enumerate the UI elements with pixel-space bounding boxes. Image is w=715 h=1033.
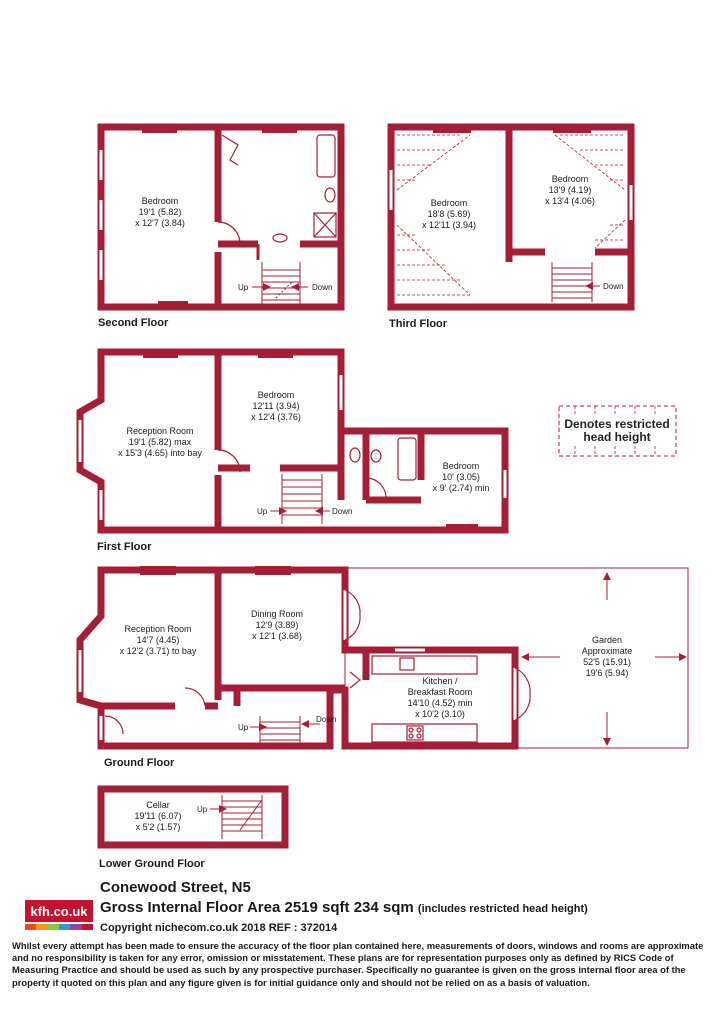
wardrobe-icon bbox=[221, 134, 239, 166]
room-dim: x 12'2 (3.71) to bay bbox=[120, 646, 197, 656]
room-dim: 10' (3.05) bbox=[442, 472, 480, 482]
stairs-down-label: Down bbox=[316, 715, 336, 724]
disclaimer: Whilst every attempt has been made to en… bbox=[12, 940, 704, 988]
room-dim: x 10'2 (3.10) bbox=[415, 709, 465, 719]
second-floor-fixtures bbox=[217, 134, 337, 245]
shower-icon bbox=[313, 212, 337, 238]
cellar-walls bbox=[97, 785, 289, 849]
property-header: Conewood Street, N5 Gross Internal Floor… bbox=[100, 878, 588, 937]
french-door-icon bbox=[514, 667, 531, 695]
restricted-head-height bbox=[396, 134, 626, 296]
cupboard-icon bbox=[349, 671, 361, 689]
floor-label-third: Third Floor bbox=[389, 318, 448, 330]
room-dim: x 12'11 (3.94) bbox=[422, 220, 476, 230]
room-name: Reception Room bbox=[124, 624, 191, 634]
garden-dim: 19'6 (5.94) bbox=[586, 668, 629, 678]
bath-icon bbox=[316, 134, 336, 178]
floor-label-ground: Ground Floor bbox=[104, 757, 175, 769]
property-address: Conewood Street, N5 bbox=[100, 879, 251, 896]
room-dim: 19'1 (5.82) max bbox=[129, 437, 192, 447]
gross-internal-area: Gross Internal Floor Area 2519 sqft 234 … bbox=[100, 898, 588, 919]
garden-name: Garden bbox=[592, 635, 622, 645]
room-dim: 12'9 (3.89) bbox=[256, 620, 299, 630]
room-dim: x 15'3 (4.65) into bay bbox=[118, 448, 202, 458]
room-dim: x 13'4 (4.06) bbox=[545, 196, 595, 206]
room-name: Bedroom bbox=[443, 461, 480, 471]
second-floor-stairs bbox=[261, 262, 301, 304]
stairs-up-label: Up bbox=[238, 283, 249, 292]
logo-text: kfh.co.uk bbox=[25, 900, 93, 922]
gia-note: (includes restricted head height) bbox=[417, 903, 588, 915]
lower-ground-floor-plan: Up Cellar 19'11 (6.07) x 5'2 (1.57) Lowe… bbox=[97, 785, 289, 870]
stairs-down-label: Down bbox=[312, 283, 332, 292]
room-dim: 14'10 (4.52) min bbox=[408, 698, 473, 708]
logo-color-bars bbox=[25, 924, 93, 930]
garden-dim: Approximate bbox=[582, 646, 633, 656]
room-dim: x 5'2 (1.57) bbox=[136, 822, 181, 832]
floor-label-second: Second Floor bbox=[98, 317, 169, 329]
room-name: Bedroom bbox=[431, 198, 468, 208]
room-dim: x 12'7 (3.84) bbox=[135, 218, 185, 228]
garden-dimension-arrows bbox=[521, 572, 687, 746]
room-name: Kitchen / bbox=[422, 676, 458, 686]
kfh-logo: kfh.co.uk bbox=[25, 900, 93, 930]
stairs-up-label: Up bbox=[238, 723, 249, 732]
room-name: Bedroom bbox=[142, 196, 179, 206]
second-floor-plan: Up Down Bedroom 19'1 (5.82) x 12'7 (3.84… bbox=[97, 123, 345, 329]
room-name: Breakfast Room bbox=[408, 687, 473, 697]
room-dim: 19'11 (6.07) bbox=[134, 811, 181, 821]
stairs-down-label: Down bbox=[603, 282, 623, 291]
legend-line-1: Denotes restricted bbox=[564, 417, 669, 431]
room-name: Cellar bbox=[146, 800, 170, 810]
floor-label-first: First Floor bbox=[97, 541, 152, 553]
legend-box bbox=[558, 405, 677, 457]
room-dim: x 12'1 (3.68) bbox=[252, 631, 302, 641]
ground-floor-plan: Up Down Reception Room 14'7 (4.45) x 12'… bbox=[76, 566, 689, 769]
legend: Denotes restricted head height bbox=[558, 405, 677, 457]
room-dim: x 12'4 (3.76) bbox=[251, 412, 301, 422]
room-name: Bedroom bbox=[552, 174, 589, 184]
room-dim: 19'1 (5.82) bbox=[139, 207, 182, 217]
stairs-up-label: Up bbox=[197, 805, 208, 814]
room-dim: 13'9 (4.19) bbox=[549, 185, 592, 195]
stairs-up-label: Up bbox=[257, 507, 268, 516]
sink-icon bbox=[399, 657, 415, 671]
first-floor-plan: Up Down Reception Room 19'1 (5.82) max x… bbox=[76, 348, 509, 553]
floor-label-lower: Lower Ground Floor bbox=[99, 858, 205, 870]
room-name: Reception Room bbox=[126, 426, 193, 436]
ground-floor-walls bbox=[76, 566, 519, 750]
gia-value: Gross Internal Floor Area 2519 sqft 234 … bbox=[100, 899, 414, 916]
basin-icon bbox=[272, 233, 288, 243]
toilet-icon bbox=[324, 187, 336, 203]
copyright: Copyright nichecom.co.uk 2018 REF : 3720… bbox=[100, 922, 338, 934]
second-floor-windows bbox=[142, 124, 297, 310]
bath-icon bbox=[397, 437, 417, 481]
legend-line-2: head height bbox=[583, 430, 650, 444]
french-door-icon bbox=[344, 589, 361, 616]
room-dim: 14'7 (4.45) bbox=[137, 635, 180, 645]
room-dim: 18'8 (5.69) bbox=[428, 209, 471, 219]
room-dim: 12'11 (3.94) bbox=[252, 401, 299, 411]
room-name: Bedroom bbox=[258, 390, 295, 400]
room-name: Dining Room bbox=[251, 609, 303, 619]
toilet-icon bbox=[349, 447, 361, 463]
floor-plan: Up Down Bedroom 19'1 (5.82) x 12'7 (3.84… bbox=[76, 123, 689, 870]
stairs-down-label: Down bbox=[332, 507, 352, 516]
hob-icon bbox=[406, 725, 424, 741]
basin-icon bbox=[370, 449, 382, 463]
third-floor-plan: Down Bedroom 18'8 (5.69) x 12'11 (3.94) … bbox=[387, 123, 635, 330]
garden-dim: 52'5 (15.91) bbox=[583, 657, 631, 667]
room-dim: x 9' (2.74) min bbox=[433, 483, 490, 493]
second-floor-walls bbox=[97, 123, 345, 311]
